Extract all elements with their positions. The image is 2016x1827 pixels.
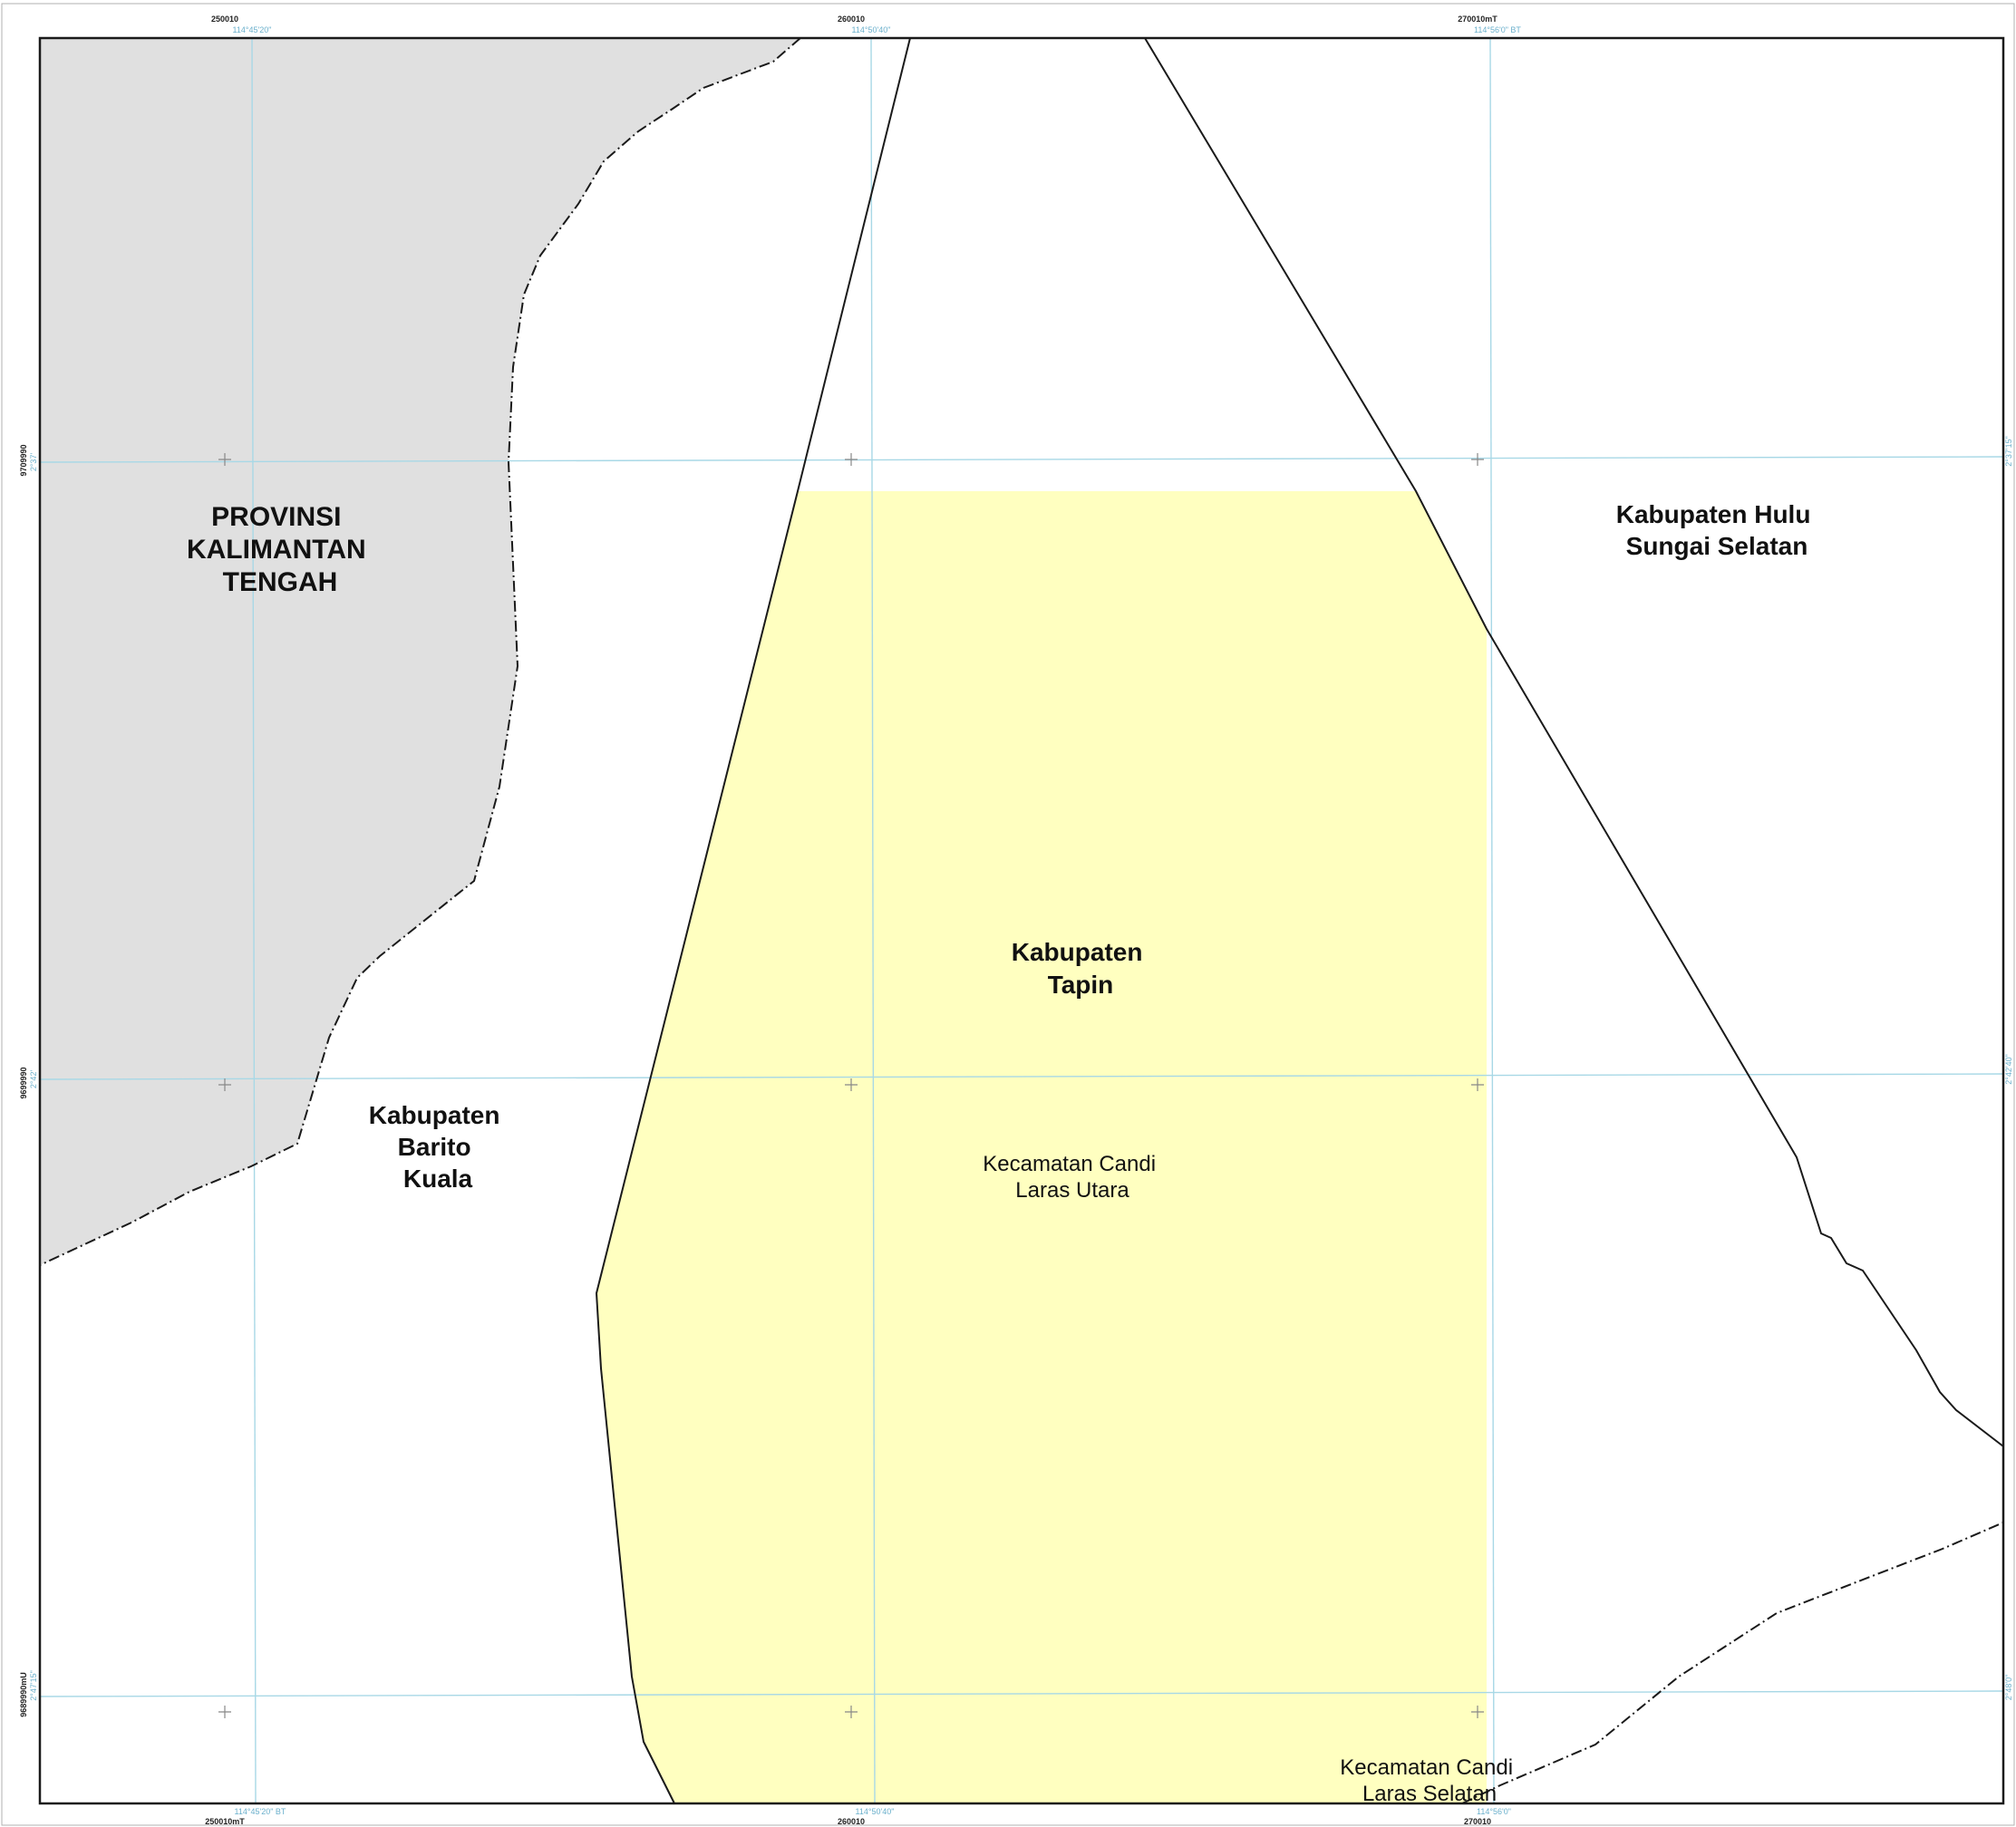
left-latitude-1: 2°37' (29, 453, 38, 472)
grid-crosses (218, 453, 1484, 1718)
hulu-label-line-2: Sungai Selatan (1626, 532, 1808, 560)
southern-boundary (1461, 1522, 2004, 1804)
hulu-sungai-selatan-label: Kabupaten Hulu Sungai Selatan (1616, 500, 1817, 560)
province-label-line-1: PROVINSI (211, 502, 341, 532)
bottom-longitude-1: 114°45'20" BT (235, 1807, 286, 1816)
bottom-longitude-2: 114°50'40" (856, 1807, 895, 1816)
left-latitude-3: 2°47'15" (29, 1670, 38, 1701)
tapin-label: Kabupaten Tapin (1012, 938, 1149, 999)
outer-frame (1, 3, 2015, 1826)
barito-kuala-label: Kabupaten Barito Kuala (369, 1101, 507, 1193)
left-northing-2: 9699990 (19, 1067, 28, 1098)
tapin-label-line-1: Kabupaten (1012, 938, 1143, 966)
barito-label-line-3: Kuala (403, 1165, 473, 1193)
right-latitude-2: 2°42'40" (2004, 1054, 2013, 1085)
top-easting-1: 250010 (211, 14, 238, 24)
bottom-easting-3: 270010 (1464, 1817, 1491, 1826)
top-longitude-1: 114°45'20" (233, 25, 272, 34)
district-boundaries (595, 37, 2004, 1804)
left-northing-3: 9689990mU (19, 1672, 28, 1717)
candi-laras-selatan-label: Kecamatan Candi Laras Selatan (1340, 1755, 1518, 1806)
bottom-longitude-3: 114°56'0" (1477, 1807, 1511, 1816)
province-label-line-2: KALIMANTAN (187, 535, 366, 565)
candi-laras-utara-label: Kecamatan Candi Laras Utara (983, 1152, 1161, 1203)
candi-selatan-line-1: Kecamatan Candi (1340, 1755, 1513, 1780)
left-latitude-2: 2°42' (29, 1070, 38, 1089)
bottom-easting-1: 250010mT (205, 1817, 245, 1826)
province-area (40, 38, 800, 1265)
left-northing-1: 9709990 (19, 444, 28, 476)
district-highlight (596, 491, 1487, 1803)
barito-label-line-2: Barito (398, 1133, 471, 1161)
province-label: PROVINSI KALIMANTAN TENGAH (187, 502, 373, 597)
province-boundary (39, 37, 801, 1266)
candi-utara-line-2: Laras Utara (1015, 1178, 1129, 1203)
top-longitude-2: 114°50'40" (852, 25, 891, 34)
province-label-line-3: TENGAH (223, 567, 338, 597)
candi-utara-line-1: Kecamatan Candi (983, 1152, 1156, 1176)
map-frame (38, 36, 2005, 1805)
candi-selatan-line-2: Laras Selatan (1362, 1782, 1497, 1806)
tapin-label-line-2: Tapin (1048, 971, 1114, 999)
right-latitude-3: 2°48'0" (2004, 1675, 2013, 1701)
top-easting-3: 270010mT (1458, 14, 1497, 24)
bottom-easting-2: 260010 (838, 1817, 865, 1826)
graticule (39, 37, 2004, 1804)
top-longitude-3: 114°56'0" BT (1474, 25, 1521, 34)
right-latitude-1: 2°37'15" (2004, 436, 2013, 467)
top-easting-2: 260010 (838, 14, 865, 24)
hulu-label-line-1: Kabupaten Hulu (1616, 500, 1811, 528)
barito-label-line-1: Kabupaten (369, 1101, 500, 1129)
